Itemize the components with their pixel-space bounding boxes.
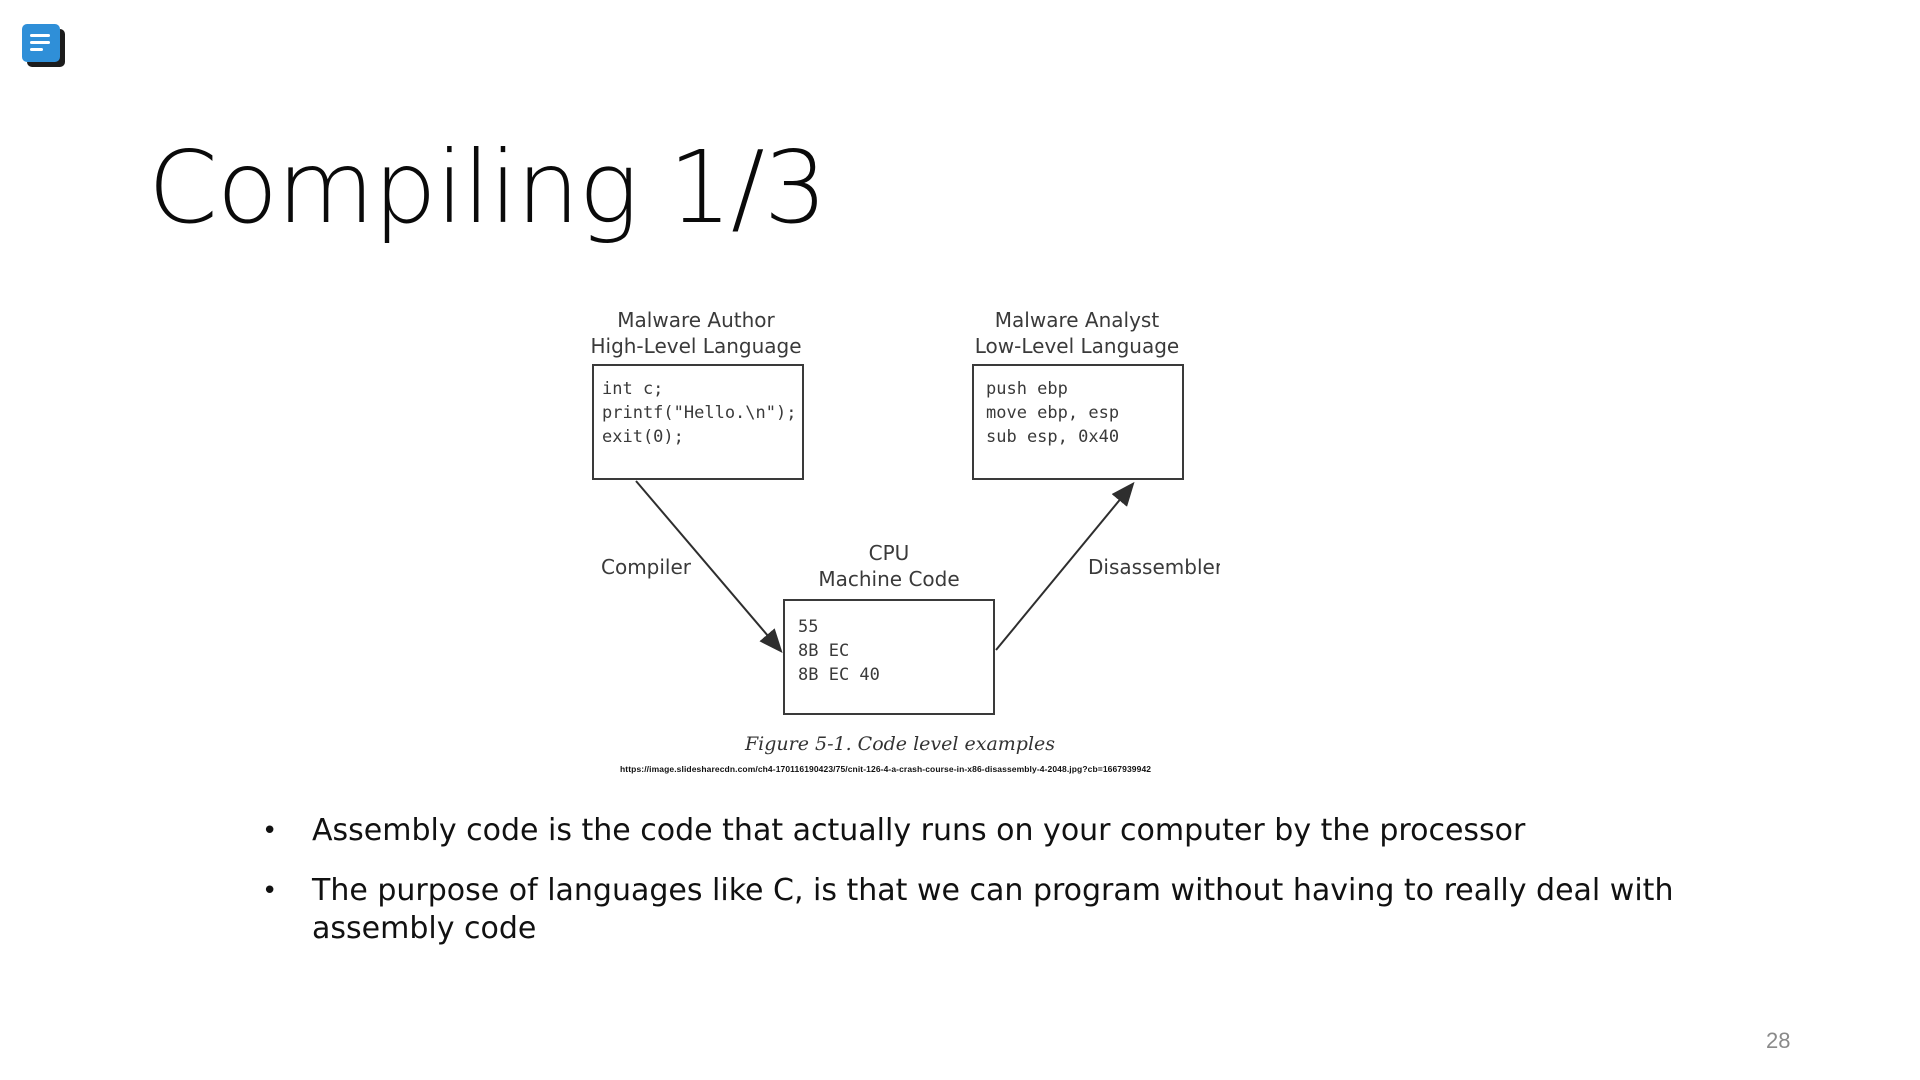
left-code-line: int c; — [602, 379, 663, 399]
bullet-text: The purpose of languages like C, is that… — [312, 873, 1674, 946]
left-code-line: exit(0); — [602, 427, 684, 447]
bullet-list: • Assembly code is the code that actuall… — [262, 812, 1682, 970]
left-box-heading-1: Malware Author — [617, 308, 775, 332]
right-box-heading-2: Low-Level Language — [975, 334, 1179, 358]
center-code-line: 8B EC 40 — [798, 665, 880, 685]
machine-code-box — [783, 599, 995, 715]
bullet-item: • The purpose of languages like C, is th… — [262, 872, 1682, 948]
right-code-line: push ebp — [986, 379, 1068, 399]
center-code-line: 55 — [798, 617, 818, 637]
compiler-arrow — [635, 480, 783, 654]
image-source-link[interactable]: https://image.slidesharecdn.com/ch4-1701… — [620, 764, 1152, 774]
right-box-heading-1: Malware Analyst — [995, 308, 1160, 332]
center-box-heading-1: CPU — [869, 541, 910, 565]
left-box-heading-2: High-Level Language — [590, 334, 801, 358]
figure-caption: Figure 5-1. Code level examples — [744, 733, 1055, 755]
page-number: 28 — [1766, 1028, 1791, 1053]
right-code-line: move ebp, esp — [986, 403, 1119, 423]
bullet-dot-icon: • — [262, 876, 278, 906]
left-code-line: printf("Hello.\n"); — [602, 403, 796, 423]
center-code-line: 8B EC — [798, 641, 849, 661]
slide-title: Compiling 1/3 — [148, 129, 827, 246]
high-level-code-box — [592, 364, 804, 480]
code-level-figure: Malware Author High-Level Language int c… — [580, 300, 1220, 760]
right-code-line: sub esp, 0x40 — [986, 427, 1119, 447]
compiler-label: Compiler — [601, 555, 692, 579]
document-notes-icon[interactable] — [21, 23, 67, 69]
disassembler-arrow — [995, 481, 1135, 651]
center-box-heading-2: Machine Code — [818, 567, 959, 591]
bullet-item: • Assembly code is the code that actuall… — [262, 812, 1682, 850]
bullet-text: Assembly code is the code that actually … — [312, 813, 1526, 848]
disassembler-label: Disassembler — [1088, 555, 1220, 579]
low-level-code-box — [972, 364, 1184, 480]
bullet-dot-icon: • — [262, 816, 278, 846]
